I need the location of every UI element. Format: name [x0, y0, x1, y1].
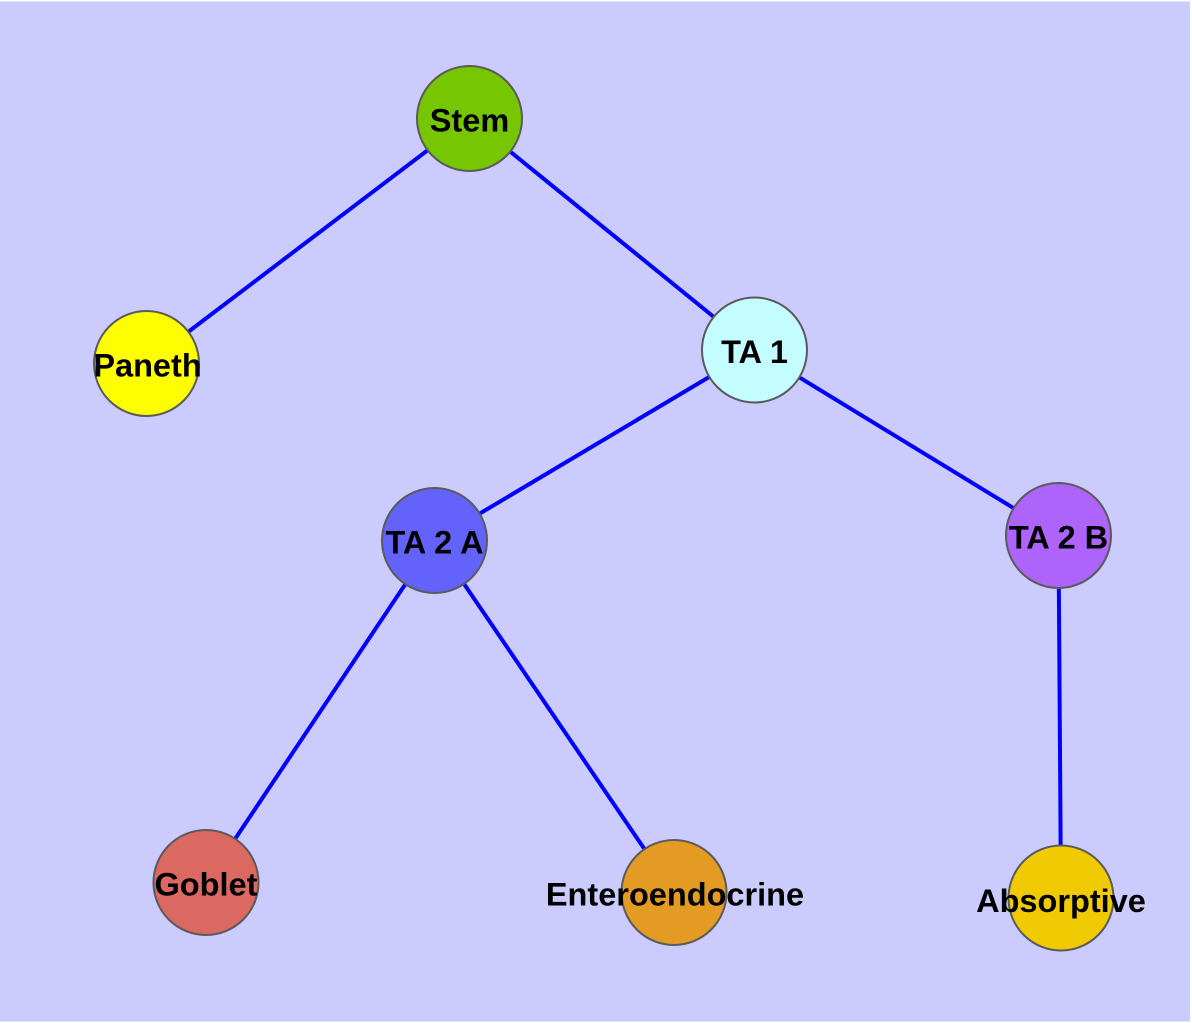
svg-text:Goblet: Goblet — [155, 867, 258, 903]
svg-text:Stem: Stem — [430, 103, 509, 139]
svg-text:TA 2 A: TA 2 A — [385, 525, 483, 561]
svg-text:TA 1: TA 1 — [721, 334, 788, 370]
svg-text:Absorptive: Absorptive — [976, 883, 1146, 919]
svg-text:Paneth: Paneth — [93, 348, 201, 384]
svg-text:Enteroendocrine: Enteroendocrine — [546, 877, 804, 913]
svg-text:TA 2 B: TA 2 B — [1009, 520, 1108, 556]
